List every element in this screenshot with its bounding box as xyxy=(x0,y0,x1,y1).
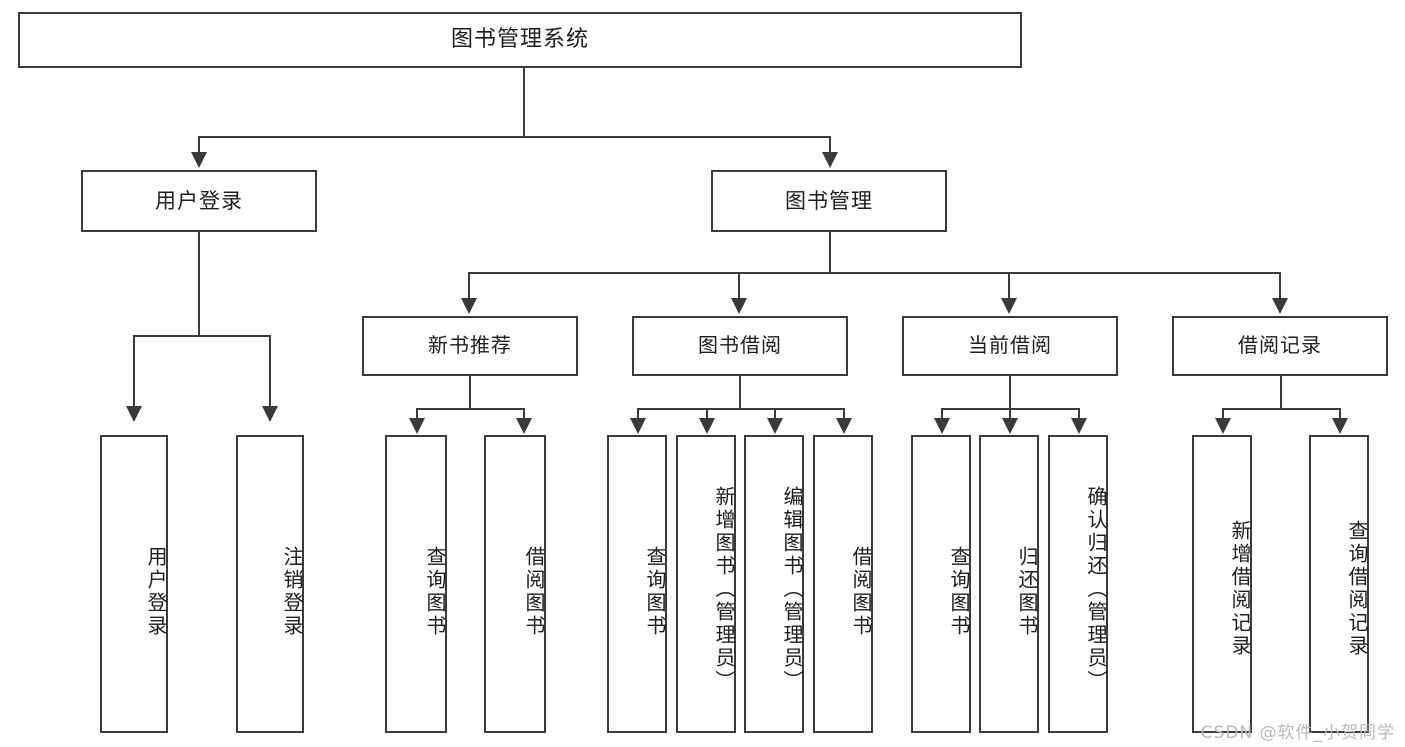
arrow-to-leaf-query-book-1 xyxy=(409,418,425,434)
leaf-borrow-book-2[interactable]: 借阅图书 xyxy=(813,435,873,733)
connector-br-drop-1 xyxy=(1222,408,1224,420)
connector-cb-drop-1 xyxy=(941,408,943,420)
connector-bb-bar xyxy=(637,408,845,410)
arrow-to-new-book-rec xyxy=(461,298,477,314)
connector-user-login-stem xyxy=(198,232,200,335)
leaf-edit-book[interactable]: 编辑图书（管理员） xyxy=(744,435,804,733)
connector-bm-drop-1 xyxy=(468,272,470,300)
arrow-to-leaf-add-book xyxy=(699,418,715,434)
arrow-to-leaf-confirm-return xyxy=(1071,418,1087,434)
connector-cb-stem xyxy=(1009,376,1011,408)
connector-bb-drop-2 xyxy=(706,408,708,420)
connector-br-drop-2 xyxy=(1339,408,1341,420)
arrow-to-leaf-edit-book xyxy=(767,418,783,434)
connector-bb-drop-4 xyxy=(843,408,845,420)
arrow-to-leaf-logout-login xyxy=(262,406,278,422)
leaf-add-record[interactable]: 新增借阅记录 xyxy=(1192,435,1252,733)
arrow-to-leaf-query-book-2 xyxy=(630,418,646,434)
connector-cb-drop-2 xyxy=(1009,408,1011,420)
arrow-to-borrow-record xyxy=(1272,298,1288,314)
arrow-to-leaf-query-record xyxy=(1332,418,1348,434)
connector-user-login-bar xyxy=(133,335,270,337)
node-borrow-record[interactable]: 借阅记录 xyxy=(1172,316,1388,376)
leaf-user-login[interactable]: 用户登录 xyxy=(100,435,168,733)
arrow-to-leaf-borrow-book-1 xyxy=(516,418,532,434)
connector-bm-drop-4 xyxy=(1279,272,1281,300)
leaf-logout-login[interactable]: 注销登录 xyxy=(236,435,304,733)
leaf-query-book-2[interactable]: 查询图书 xyxy=(607,435,667,733)
connector-root-drop-1 xyxy=(198,136,200,154)
connector-bb-drop-3 xyxy=(774,408,776,420)
node-book-manage[interactable]: 图书管理 xyxy=(711,170,947,232)
leaf-query-book-1[interactable]: 查询图书 xyxy=(385,435,447,733)
arrow-to-current-borrow xyxy=(1001,298,1017,314)
connector-nbr-drop-2 xyxy=(523,408,525,420)
connector-nbr-bar xyxy=(416,408,524,410)
arrow-to-book-borrow xyxy=(731,298,747,314)
leaf-add-book[interactable]: 新增图书（管理员） xyxy=(676,435,736,733)
connector-br-bar xyxy=(1222,408,1340,410)
connector-bb-drop-1 xyxy=(637,408,639,420)
arrow-to-leaf-add-record xyxy=(1215,418,1231,434)
arrow-to-leaf-borrow-book-2 xyxy=(836,418,852,434)
node-root-system[interactable]: 图书管理系统 xyxy=(18,12,1022,68)
connector-br-stem xyxy=(1280,376,1282,408)
node-user-login[interactable]: 用户登录 xyxy=(81,170,317,232)
connector-cb-drop-3 xyxy=(1078,408,1080,420)
connector-root-bar xyxy=(198,136,830,138)
connector-book-manage-stem xyxy=(829,232,831,272)
connector-book-manage-bar xyxy=(468,272,1280,274)
connector-user-login-drop-1 xyxy=(133,335,135,408)
connector-bm-drop-3 xyxy=(1008,272,1010,300)
connector-bb-stem xyxy=(739,376,741,408)
node-book-borrow[interactable]: 图书借阅 xyxy=(632,316,848,376)
arrow-to-leaf-return-book xyxy=(1002,418,1018,434)
connector-user-login-drop-2 xyxy=(269,335,271,408)
connector-root-stem xyxy=(523,68,525,136)
leaf-query-book-3[interactable]: 查询图书 xyxy=(911,435,971,733)
connector-bm-drop-2 xyxy=(738,272,740,300)
node-current-borrow[interactable]: 当前借阅 xyxy=(902,316,1118,376)
arrow-to-leaf-query-book-3 xyxy=(934,418,950,434)
leaf-confirm-return[interactable]: 确认归还（管理员） xyxy=(1048,435,1108,733)
connector-nbr-drop-1 xyxy=(416,408,418,420)
leaf-query-record[interactable]: 查询借阅记录 xyxy=(1309,435,1369,733)
connector-root-drop-2 xyxy=(829,136,831,154)
arrow-to-book-manage xyxy=(822,152,838,168)
arrow-to-user-login xyxy=(191,152,207,168)
leaf-borrow-book-1[interactable]: 借阅图书 xyxy=(484,435,546,733)
connector-nbr-stem xyxy=(469,376,471,408)
arrow-to-leaf-user-login xyxy=(126,406,142,422)
node-new-book-rec[interactable]: 新书推荐 xyxy=(362,316,578,376)
leaf-return-book[interactable]: 归还图书 xyxy=(979,435,1039,733)
